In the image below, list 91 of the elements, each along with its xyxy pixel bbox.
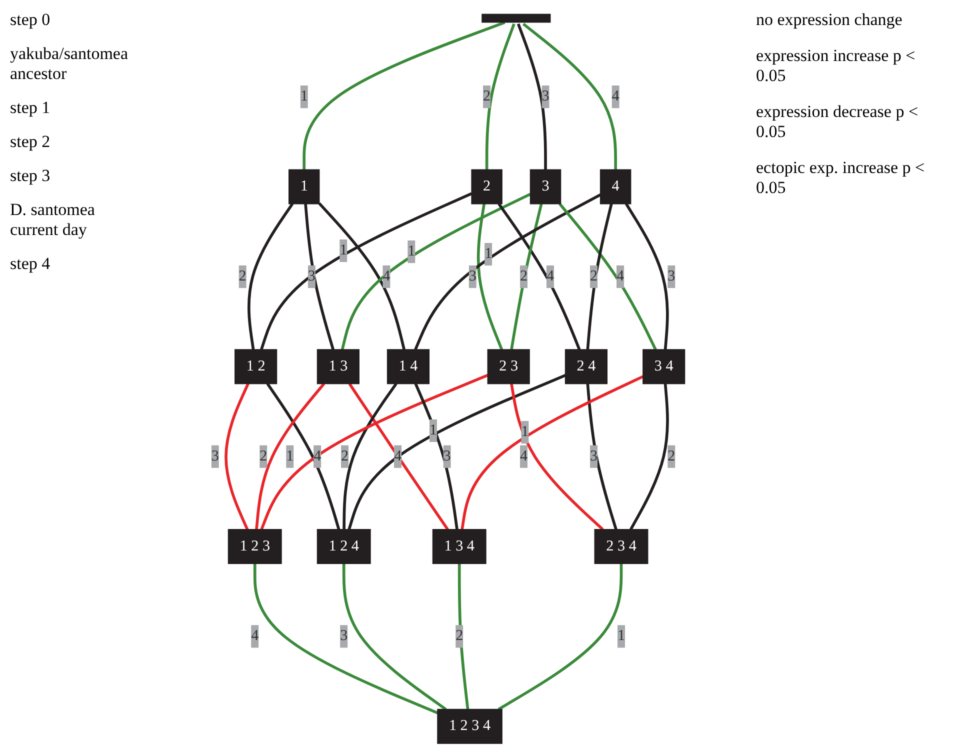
node-box: 1 3	[316, 349, 360, 384]
edge-label: 2	[668, 448, 676, 464]
node-box: 1 4	[386, 349, 430, 384]
edge-label: 4	[394, 448, 402, 464]
edge-label: 2	[456, 628, 464, 644]
node-box: 1	[288, 169, 320, 204]
connector	[624, 203, 669, 350]
connector	[498, 564, 623, 711]
connector	[255, 382, 326, 530]
connector	[476, 204, 504, 350]
edge-label: 1	[521, 424, 529, 440]
node-box: 3	[530, 169, 562, 204]
legend-entry: expression increase p < 0.05	[756, 46, 916, 86]
edge-label: 1	[286, 448, 294, 464]
note-text: yakuba/santomea ancestor	[10, 44, 130, 84]
edge-label: 3	[308, 268, 316, 284]
edge-label: 4	[382, 268, 390, 284]
node-box: 1 2 4	[316, 529, 371, 564]
node-box: 2 3 4	[594, 529, 648, 564]
connector	[260, 374, 488, 530]
edge-label: 1	[340, 242, 348, 258]
edge-label: 3	[590, 448, 598, 464]
connector	[348, 374, 566, 530]
connector	[414, 194, 602, 350]
connector	[414, 383, 458, 530]
note-text: step 3	[10, 166, 52, 186]
note-text: step 0	[10, 10, 52, 30]
edge-label: 4	[616, 268, 624, 284]
connector	[558, 202, 657, 350]
connector	[342, 564, 447, 710]
edge-label: 1	[300, 88, 308, 104]
node-bar	[482, 14, 551, 23]
note-text: D. santomea current day	[10, 200, 96, 240]
node-box: 1 2 3	[228, 529, 282, 564]
edge-label: 3	[542, 88, 550, 104]
node-box: 1 2	[234, 349, 278, 384]
node-box: 1 3 4	[432, 529, 486, 564]
node-box: 2 3	[487, 349, 530, 384]
node-box: 4	[600, 169, 632, 204]
edge-label: 2	[341, 448, 349, 464]
connector	[485, 23, 516, 170]
edge-label: 1	[617, 628, 626, 644]
edge-label: 1	[429, 422, 437, 438]
connector	[460, 375, 644, 530]
note-text: step 1	[10, 98, 52, 118]
connector	[510, 203, 543, 350]
connector	[348, 382, 449, 530]
connector	[498, 202, 581, 350]
edge-label: 3	[668, 268, 676, 284]
note-text: step 2	[10, 132, 52, 152]
edge-label: 3	[340, 628, 348, 644]
node-box: 2	[471, 169, 502, 204]
node-box: 3 4	[642, 349, 686, 384]
connector	[302, 21, 506, 170]
edge-label: 4	[546, 268, 554, 284]
edge-label: 3	[468, 268, 476, 284]
edge-label: 2	[590, 268, 598, 284]
connector	[522, 22, 617, 170]
connector	[340, 192, 531, 350]
edge-label: 2	[483, 88, 491, 104]
edge-label: 4	[612, 88, 620, 104]
legend-entry: expression decrease p < 0.05	[756, 102, 920, 142]
connector	[458, 564, 470, 710]
edge-label: 2	[238, 268, 246, 284]
connector	[586, 203, 613, 350]
connector	[266, 382, 340, 530]
edge-label: 3	[443, 448, 451, 464]
connector	[248, 203, 294, 350]
connector	[630, 384, 669, 530]
connector	[260, 192, 472, 350]
edge-label: 1	[484, 246, 492, 262]
connector	[304, 204, 335, 350]
edge-label: 2	[520, 268, 528, 284]
connector	[586, 384, 618, 530]
legend-entry: ectopic exp. increase p < 0.05	[756, 158, 926, 198]
edge-label: 4	[251, 628, 259, 644]
edge-label: 2	[260, 448, 268, 464]
node-box: 1 2 3 4	[437, 708, 502, 744]
note-text: step 4	[10, 254, 52, 274]
connector	[253, 564, 438, 714]
connector	[318, 202, 406, 350]
legend-entry: no expression change	[756, 10, 904, 30]
edge-label: 3	[211, 448, 219, 464]
connector	[224, 383, 250, 530]
connector	[342, 382, 398, 530]
edge-label: 1	[408, 243, 416, 260]
node-box: 2 4	[564, 349, 608, 384]
edge-label: 4	[520, 448, 528, 464]
edge-label: 4	[314, 448, 322, 464]
connector	[510, 383, 604, 531]
connector	[516, 23, 547, 170]
